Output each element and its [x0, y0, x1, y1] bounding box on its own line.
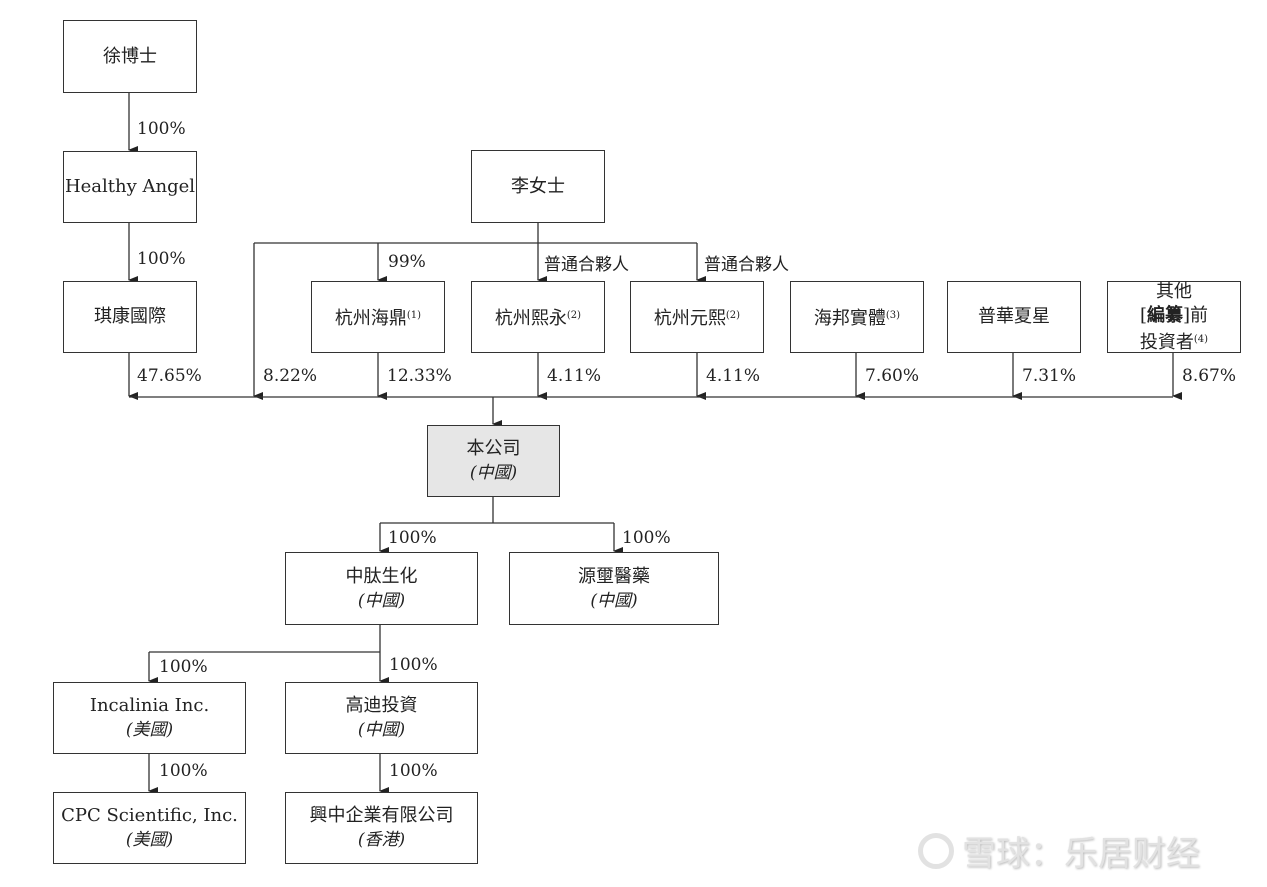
edge-label: 100%: [389, 655, 438, 675]
entity-haibang: 海邦實體(3): [790, 281, 924, 353]
entity-name: 投資者: [1139, 331, 1194, 353]
entity-region: (中國): [469, 463, 518, 483]
entity-name: 其他: [1156, 280, 1192, 302]
edge-label: 99%: [388, 252, 426, 272]
footnote-ref: (1): [406, 309, 422, 321]
entity-name: 海邦實體: [813, 307, 886, 329]
entity-name: CPC Scientific, Inc.: [61, 805, 238, 826]
entity-qikang: 琪康國際: [63, 281, 197, 353]
footnote-ref: (3): [885, 309, 901, 321]
edge-label: 100%: [388, 528, 437, 548]
entity-healthy-angel: Healthy Angel: [63, 151, 197, 223]
bracket: [: [1139, 304, 1147, 326]
entity-yuanxi-pharma: 源壐醫藥 (中國): [509, 552, 719, 625]
edge-label: 4.11%: [547, 366, 602, 386]
entity-region: (中國): [357, 720, 406, 740]
bracket: ]前: [1183, 304, 1209, 326]
entity-name: 高迪投資: [345, 695, 418, 716]
edge-label: 4.11%: [706, 366, 761, 386]
entity-name: 李女士: [511, 175, 565, 197]
entity-cpc-scientific: CPC Scientific, Inc. (美國): [53, 792, 246, 864]
entity-name: 普華夏星: [978, 306, 1050, 327]
entity-name: Healthy Angel: [64, 176, 196, 197]
entity-xingzhong: 興中企業有限公司 (香港): [285, 792, 478, 864]
footnote-ref: (4): [1193, 333, 1209, 345]
edge-label: 47.65%: [137, 366, 202, 386]
entity-zhongtai: 中肽生化 (中國): [285, 552, 478, 625]
edge-label: 7.60%: [865, 366, 920, 386]
edge-label: 8.67%: [1182, 366, 1237, 386]
entity-name: Incalinia Inc.: [89, 695, 210, 716]
entity-hangzhou-xiyong: 杭州熙永(2): [471, 281, 605, 353]
entity-hangzhou-haiding: 杭州海鼎(1): [311, 281, 445, 353]
entity-other-investors: 其他 [編纂]前 投資者(4): [1107, 281, 1241, 353]
edge-label: 100%: [137, 249, 186, 269]
edge-label: 普通合夥人: [544, 255, 629, 275]
edge-label: 100%: [159, 657, 208, 677]
entity-name: 杭州海鼎: [334, 307, 407, 329]
entity-name: 中肽生化: [345, 565, 418, 587]
entity-name: 徐博士: [103, 45, 157, 67]
entity-region: (美國): [125, 830, 174, 850]
entity-name: 興中企業有限公司: [309, 805, 454, 826]
entity-dr-xu: 徐博士: [63, 20, 197, 93]
entity-region: (香港): [357, 830, 406, 850]
entity-region: (美國): [125, 720, 174, 740]
edge-label: 100%: [137, 119, 186, 139]
entity-name: 琪康國際: [94, 306, 166, 327]
entity-gaodi: 高迪投資 (中國): [285, 682, 478, 754]
footnote-ref: (2): [725, 309, 741, 321]
entity-incalinia: Incalinia Inc. (美國): [53, 682, 246, 754]
entity-name: 杭州熙永: [494, 307, 567, 329]
entity-name: 杭州元熙: [653, 307, 726, 329]
footnote-ref: (2): [566, 309, 582, 321]
entity-hangzhou-yuanxi: 杭州元熙(2): [630, 281, 764, 353]
entity-name: 本公司: [466, 438, 521, 459]
edge-label: 100%: [389, 761, 438, 781]
watermark-text: 雪球：乐居财经: [962, 834, 1200, 874]
entity-name: 源壐醫藥: [578, 565, 650, 587]
edge-label: 12.33%: [387, 366, 452, 386]
entity-company: 本公司 (中國): [427, 425, 560, 497]
entity-region: (中國): [357, 590, 406, 611]
snowball-logo-icon: [918, 832, 954, 869]
edge-label: 7.31%: [1022, 366, 1077, 386]
redacted-label: 編纂: [1147, 304, 1183, 326]
entity-puhua: 普華夏星: [947, 281, 1081, 353]
edge-label: 8.22%: [263, 366, 318, 386]
entity-region: (中國): [590, 590, 638, 611]
edge-label: 100%: [159, 761, 208, 781]
entity-ms-li: 李女士: [471, 150, 605, 223]
edge-label: 100%: [622, 528, 671, 548]
watermark: 雪球：乐居财经: [918, 826, 1200, 875]
edge-label: 普通合夥人: [704, 255, 789, 275]
